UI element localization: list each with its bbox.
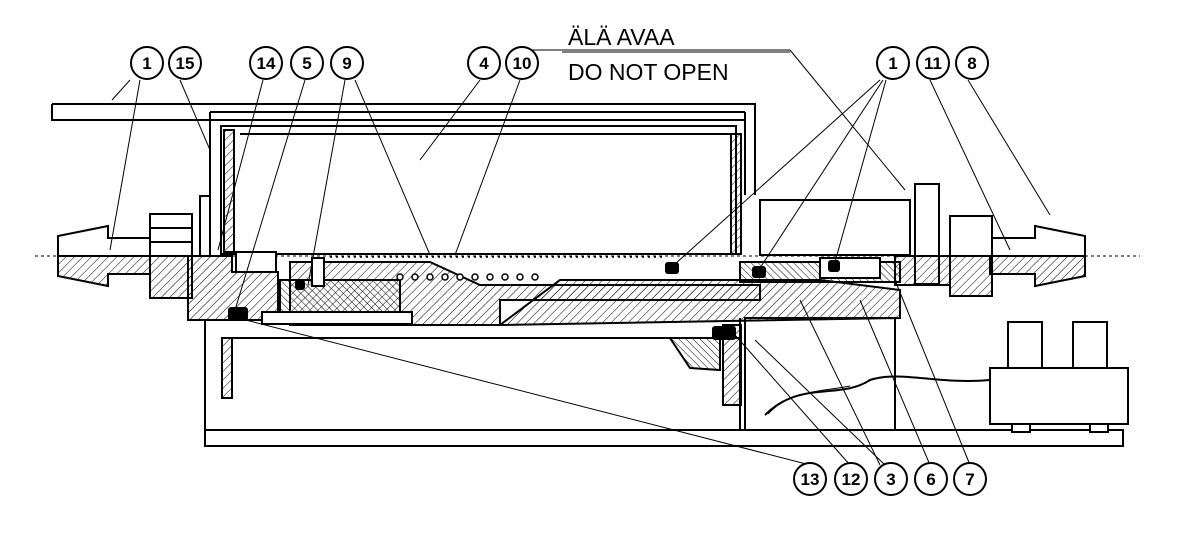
callout-circle [914,462,948,496]
electrical-module [764,321,1129,433]
left-flange [187,195,279,321]
callout-label: 9 [342,54,351,73]
right-hose-barb [894,215,1086,297]
callout-circle [876,46,910,80]
callout-label: 6 [926,470,935,489]
callout-circle [834,462,868,496]
chamber [220,125,742,255]
callout-label: 15 [176,54,195,73]
callout-label: 11 [924,54,942,73]
callout-label: 13 [801,470,820,489]
callout-label: 8 [967,54,976,73]
callout-label: 7 [965,470,974,489]
callout-group-bottom: 13 12 3 6 7 [793,462,987,496]
callout-circle [793,462,827,496]
left-hose-barb [57,213,193,299]
callout-circle [290,46,324,80]
warning-line-1: ÄLÄ AVAA [568,24,675,50]
callout-circle [168,46,202,80]
callout-circle [955,46,989,80]
leader-lines [109,49,1051,466]
callout-group-top-middle: 4 10 [467,46,539,80]
callout-group-top-left: 1 15 14 5 9 [130,46,364,80]
callout-circle [953,462,987,496]
callout-circle [130,46,164,80]
warning-label: ÄLÄ AVAA DO NOT OPEN [562,24,790,85]
callout-label: 5 [302,54,311,73]
callout-circle [467,46,501,80]
callout-label: 1 [888,54,897,73]
callout-label: 10 [513,54,532,73]
spring [330,256,665,281]
callout-circle [916,46,950,80]
callout-label: 12 [842,470,861,489]
callout-circle [330,46,364,80]
spindle [261,257,901,327]
callout-label: 4 [479,54,489,73]
callout-label: 14 [257,54,276,73]
callout-circle [505,46,539,80]
callout-circle [249,46,283,80]
callout-label: 1 [142,54,151,73]
callout-group-top-right: 1 11 8 [876,46,989,80]
warning-line-2: DO NOT OPEN [568,59,729,85]
lower-housing [204,317,1124,447]
callout-label: 3 [886,470,895,489]
callout-circle [874,462,908,496]
